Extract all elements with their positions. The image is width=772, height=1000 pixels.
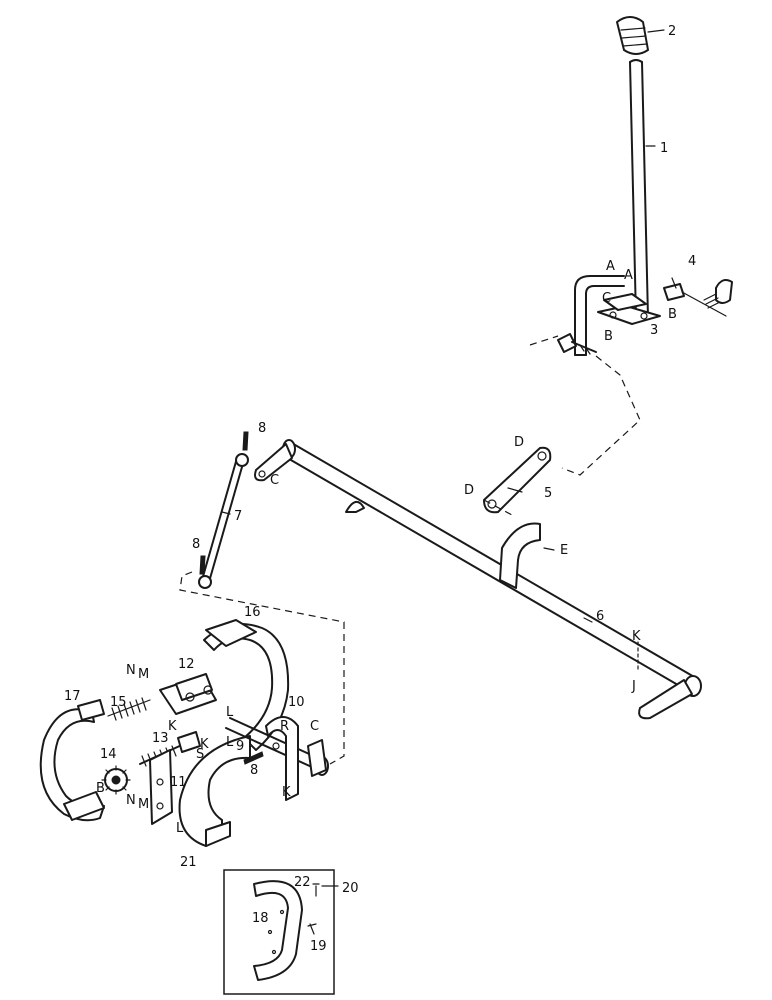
mark-L: L [176,821,184,836]
mark-D: D [464,483,474,498]
leader-4 [671,277,677,289]
callout-2: 2 [668,24,676,39]
mark-K: K [282,785,291,800]
callout-8-low: 8 [250,763,258,778]
mark-S: S [196,747,204,762]
cotter-pin [242,431,249,451]
star-wheel [101,765,131,795]
callout-4: 4 [688,254,696,269]
callout-3: 3 [650,323,658,338]
mark-C: C [270,473,279,488]
mark-A: A [624,268,633,283]
callout-9: 9 [236,739,244,754]
callout-16: 16 [244,605,261,620]
lever-grip [616,16,649,55]
callout-13: 13 [152,731,169,746]
leader-7 [221,511,231,515]
mark-D: D [514,435,524,450]
mark-C: C [310,719,319,734]
mark-C: C [602,291,611,306]
leader-5 [507,487,523,493]
callout-17: 17 [64,689,81,704]
brake-lever [159,673,217,715]
mark-K: K [200,737,209,752]
mark-B: B [604,329,613,344]
dashed-guide-link [483,499,513,516]
callout-21: 21 [180,855,197,870]
leader-E [543,547,555,551]
dashed-guide-bolt [529,335,641,476]
cross-shaft [254,439,702,720]
bolt [557,333,597,355]
brake-band-left [39,699,105,822]
spring [107,697,151,721]
brake-band [203,619,290,751]
callout-18: 18 [252,911,269,926]
actuating-rod [198,453,249,589]
spring-latch [663,279,733,317]
callout-19: 19 [310,939,327,954]
shaft-support [265,716,327,801]
mark-J: J [631,679,636,694]
hand-lever [629,59,649,319]
callout-8-mid: 8 [192,537,200,552]
mark-K: K [168,719,177,734]
callout-10: 10 [288,695,305,710]
callout-5: 5 [544,486,552,501]
lever-bracket [574,275,661,356]
mark-L: L [226,735,234,750]
mark-A: A [606,259,615,274]
callout-6: 6 [596,609,604,624]
mark-M: M [138,797,149,812]
cotter-pin [243,751,264,765]
callout-7: 7 [234,509,242,524]
callout-8-top: 8 [258,421,266,436]
link [483,446,552,514]
callout-22: 22 [294,875,311,890]
leader-6 [583,617,593,623]
callout-11: 11 [170,775,187,790]
mark-L: L [226,705,234,720]
bracket [149,749,173,825]
dashed-guide-rod [179,571,345,765]
mark-R: R [280,719,289,734]
callout-20: 20 [342,881,359,896]
mark-K: K [632,629,641,644]
callout-12: 12 [178,657,195,672]
mark-E: E [560,543,568,558]
mark-B: B [96,781,105,796]
adjusting-bolt [139,731,201,767]
callout-1: 1 [660,141,668,156]
mark-M: M [138,667,149,682]
cotter-pin [199,555,206,575]
callout-15: 15 [110,695,127,710]
callout-14: 14 [100,747,117,762]
mark-N: N [126,663,136,678]
mark-B: B [668,307,677,322]
lining-kit-inset [223,869,335,995]
mark-N: N [126,793,136,808]
leader-2 [647,29,665,33]
backing-plate [178,735,251,847]
